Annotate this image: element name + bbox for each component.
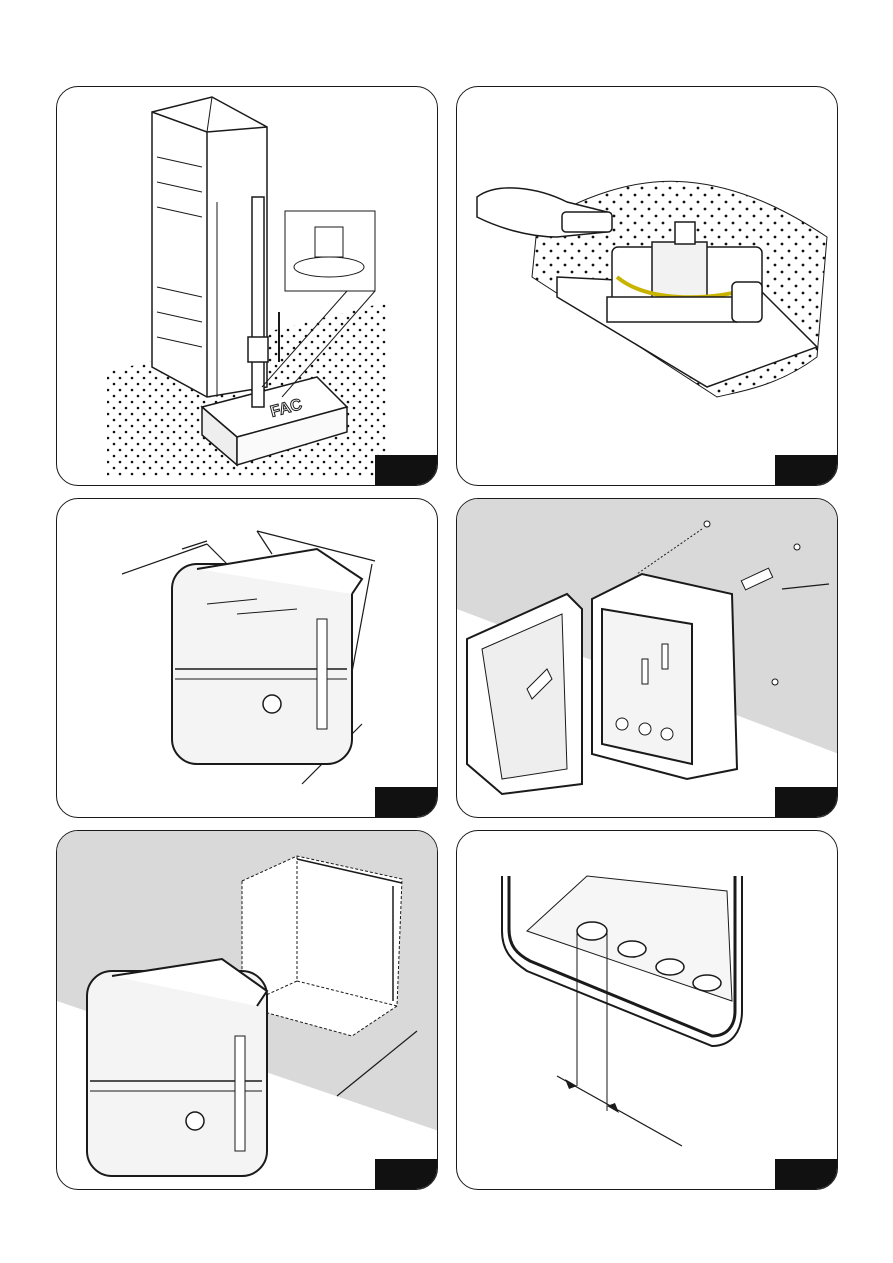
figure-number-tag: [775, 1159, 837, 1189]
figure-panel-5: [56, 830, 438, 1190]
figure-panel-2: [456, 86, 838, 486]
figure-panel-3: [56, 498, 438, 818]
clearance-illustration: [57, 831, 438, 1190]
figure-number-tag: [775, 455, 837, 485]
box-dimensions-illustration: [57, 499, 438, 818]
column-illustration: FAC: [57, 87, 438, 486]
figure-number-tag: [375, 1159, 437, 1189]
figure-number-tag: [775, 787, 837, 817]
figure-number-tag: [375, 787, 437, 817]
figure-panel-6: [456, 830, 838, 1190]
figure-number-tag: [375, 455, 437, 485]
open-box-illustration: [457, 499, 838, 818]
cable-entry-illustration: [457, 831, 838, 1190]
pump-illustration: [457, 87, 838, 486]
figure-panel-4: [456, 498, 838, 818]
figure-panel-1: FAC: [56, 86, 438, 486]
